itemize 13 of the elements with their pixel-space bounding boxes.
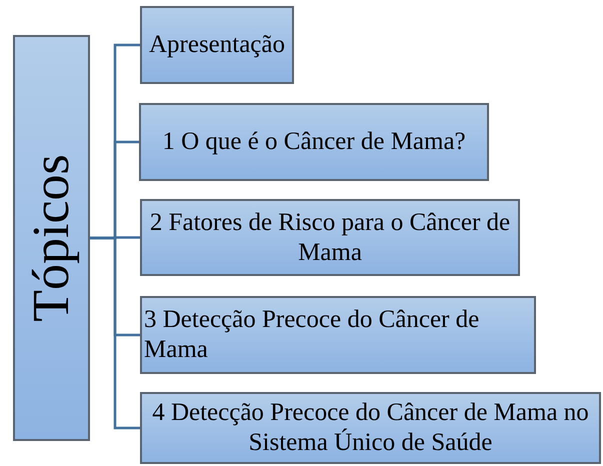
topic-box xyxy=(140,6,294,84)
category-box xyxy=(13,35,90,441)
category-title: Tópicos xyxy=(26,154,78,322)
topic-box xyxy=(140,296,536,374)
topic-label: 2 Fatores de Risco para o Câncer de Mama xyxy=(148,208,512,268)
topic-label: 1 O que é o Câncer de Mama? xyxy=(161,127,467,157)
topic-box xyxy=(140,392,601,464)
topic-label: 4 Detecção Precoce do Câncer de Mama no Sistema Único de Saúde xyxy=(151,398,590,458)
connector-line xyxy=(90,236,140,430)
topic-label: Apresentação xyxy=(148,30,286,60)
topic-box xyxy=(140,199,520,276)
topic-box xyxy=(139,103,489,181)
topic-label: 3 Detecção Precoce do Câncer de Mama xyxy=(143,305,480,365)
